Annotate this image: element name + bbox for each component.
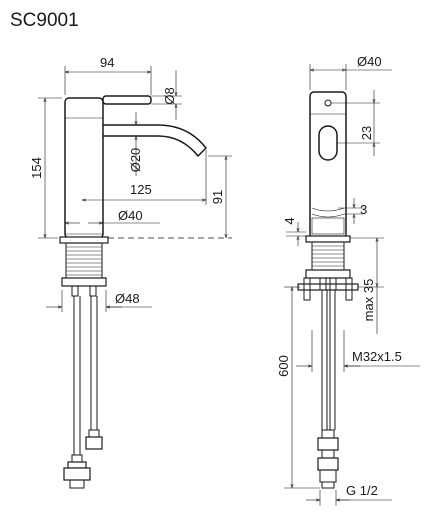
- dim-outlet-projection: 125: [82, 150, 207, 205]
- mounting-nut: [61, 277, 107, 287]
- dim-label-o48: Ø48: [115, 291, 140, 306]
- threaded-shank: [65, 242, 103, 279]
- base-flange: [59, 236, 109, 244]
- dim-hose-length: 600: [276, 286, 320, 489]
- model-title: SC9001: [10, 10, 79, 31]
- dim-spout-reach: 94: [64, 55, 152, 95]
- side-base-flange: [305, 235, 351, 243]
- spout: [103, 124, 208, 158]
- side-mounting-nut: [305, 269, 351, 279]
- dim-lever-diameter: Ø8: [151, 70, 182, 120]
- lever-screw: [324, 99, 332, 107]
- dim-label-23: 23: [359, 126, 374, 140]
- dim-label-g12: G 1/2: [346, 483, 378, 498]
- dim-body-diameter: Ø40: [65, 208, 160, 223]
- dim-hole-diameter: Ø48: [46, 290, 152, 312]
- dim-lever-slot: 23: [331, 90, 380, 156]
- dim-height: 154: [29, 97, 62, 239]
- lever-handle: [102, 95, 152, 105]
- lever-slot: [318, 125, 338, 161]
- shank-threads: [66, 246, 102, 276]
- dim-max-thickness: max 35: [350, 237, 384, 334]
- dim-label-o20: Ø20: [128, 148, 143, 173]
- dim-label-3: 3: [360, 202, 367, 217]
- dim-label-4: 4: [282, 217, 297, 224]
- dim-gap-right: 3: [338, 198, 367, 224]
- dim-outlet-height: 91: [208, 155, 232, 238]
- dim-thread: M32x1.5: [296, 330, 420, 372]
- faucet-body: [64, 97, 104, 239]
- front-view: 94 Ø8 154 Ø20 125: [29, 55, 232, 489]
- dim-label-o8: Ø8: [162, 87, 177, 104]
- dim-label-94: 94: [100, 55, 114, 70]
- side-shank-threads: [312, 245, 344, 267]
- dim-label-600: 600: [276, 355, 291, 377]
- dim-label-91: 91: [210, 190, 225, 204]
- dim-side-body-diameter: Ø40: [309, 54, 392, 90]
- dim-gap-left: 4: [282, 217, 306, 246]
- dim-label-m32: M32x1.5: [352, 349, 402, 364]
- dim-label-o40-side: Ø40: [357, 54, 382, 69]
- dim-connection: G 1/2: [306, 483, 392, 506]
- dim-spout-diameter: Ø20: [128, 112, 143, 176]
- dim-label-154: 154: [29, 157, 44, 179]
- dim-label-125: 125: [130, 182, 152, 197]
- dim-label-max35: max 35: [361, 279, 376, 322]
- side-bracket: [297, 283, 359, 291]
- side-hoses: [317, 290, 339, 489]
- supply-hoses: [63, 296, 103, 489]
- side-view: Ø40 23 4 3: [276, 54, 420, 506]
- dim-label-o40-front: Ø40: [118, 208, 143, 223]
